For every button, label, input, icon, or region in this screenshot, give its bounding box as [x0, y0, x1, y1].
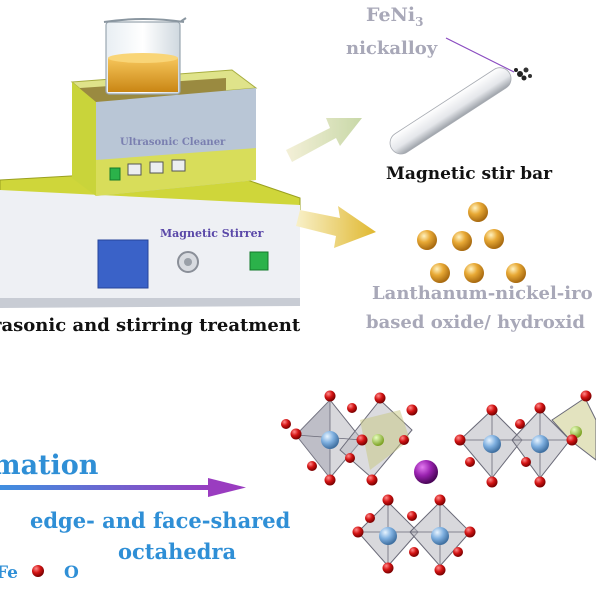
octahedra-label: octahedra: [118, 539, 237, 564]
magnetic-stir-bar: [389, 37, 532, 155]
legend-o-label: O: [64, 563, 79, 583]
ultrasonic-cleaner-label: Ultrasonic Cleaner: [120, 137, 226, 148]
edge-face-shared-label: edge- and face-shared: [30, 508, 291, 533]
beaker: [103, 17, 187, 95]
oxide-particles: [417, 202, 526, 283]
octahedron-cluster-right: [459, 397, 596, 479]
arrow-to-particles: [296, 206, 376, 248]
feni3-label: FeNi3: [366, 4, 424, 29]
stirrer-power-button: [249, 251, 269, 271]
formation-label: mation: [0, 450, 99, 481]
oxide-label-line1: Lanthanum-nickel-iro: [372, 283, 593, 304]
magnetic-stirrer-label: Magnetic Stirrer: [160, 227, 264, 240]
la-atom: [414, 460, 438, 484]
ultrasonic-cleaner: [70, 69, 258, 196]
legend-fe-label: Fe: [0, 563, 18, 583]
cleaner-power-button: [109, 167, 121, 181]
crystal-structure: [281, 390, 596, 576]
arrow-to-stir-bar: [286, 118, 362, 162]
oxide-label-line2: based oxide/ hydroxid: [366, 312, 585, 333]
oxygen-atoms: [281, 390, 592, 576]
treatment-label: rasonic and stirring treatment: [0, 315, 301, 336]
formation-arrow: [0, 478, 246, 497]
nickalloy-label: nickalloy: [346, 38, 438, 59]
stirrer-display-panel: [97, 239, 149, 289]
stir-bar-label: Magnetic stir bar: [386, 164, 553, 184]
legend-oxygen-dot: [32, 565, 44, 577]
